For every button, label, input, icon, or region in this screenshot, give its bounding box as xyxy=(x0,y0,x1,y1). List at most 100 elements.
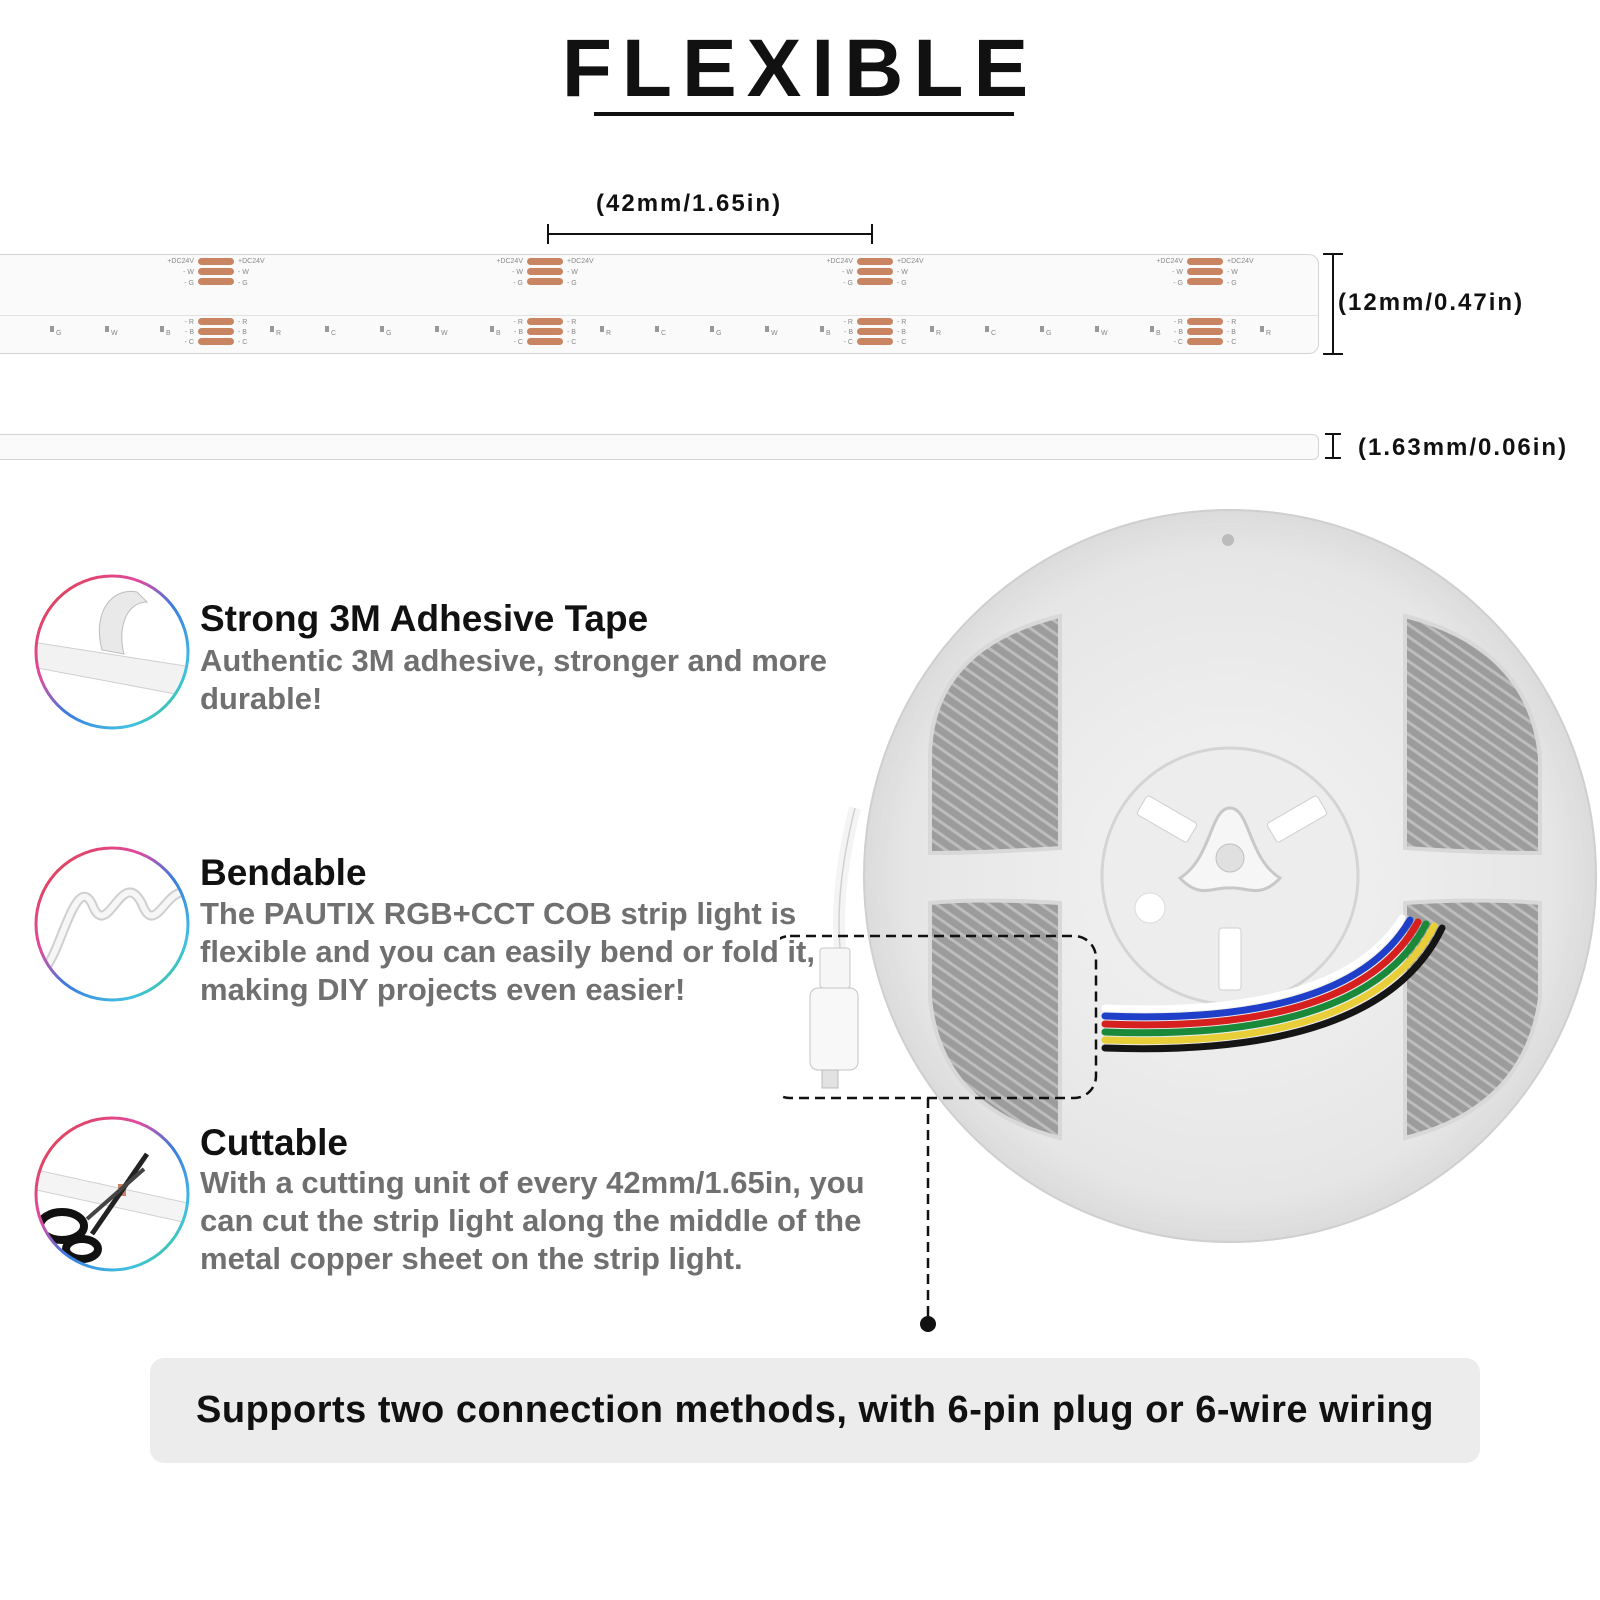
pad-label: - R xyxy=(567,319,576,326)
pad-label: G xyxy=(386,330,391,337)
adhesive-tape-icon xyxy=(34,574,190,730)
led-chip xyxy=(50,326,54,332)
pad-label: - C xyxy=(1227,339,1236,346)
pad-label: - W xyxy=(183,269,194,276)
pad-label: - B xyxy=(238,329,247,336)
led-strip-reel-illustration xyxy=(780,509,1597,1332)
copper-pad xyxy=(857,318,893,325)
copper-pad xyxy=(527,338,563,345)
pad-label: - B xyxy=(897,329,906,336)
pad-label: G xyxy=(716,330,721,337)
pad-label: +DC24V xyxy=(238,258,265,265)
pad-label: - W xyxy=(512,269,523,276)
pad-label: +DC24V xyxy=(496,258,523,265)
feature-desc-cuttable: With a cutting unit of every 42mm/1.65in… xyxy=(200,1165,865,1276)
copper-pad xyxy=(857,328,893,335)
feature-desc-bendable: The PAUTIX RGB+CCT COB strip light is fl… xyxy=(200,896,815,1007)
led-chip xyxy=(160,326,164,332)
pad-label: B xyxy=(826,330,831,337)
pad-label: W xyxy=(771,330,778,337)
copper-pad xyxy=(857,338,893,345)
pad-label: - C xyxy=(185,339,194,346)
led-strip-top-view: +DC24V +DC24V - W - W - G - G - R - R - B - B - C -… xyxy=(0,254,1319,354)
led-chip xyxy=(820,326,824,332)
led-chip xyxy=(710,326,714,332)
pad-label: - G xyxy=(567,280,577,287)
pad-label: - C xyxy=(514,339,523,346)
feature-title-bendable: Bendable xyxy=(200,852,367,893)
led-chip xyxy=(325,326,329,332)
pad-label: G xyxy=(56,330,61,337)
pad-label: - B xyxy=(185,329,194,336)
page-title: FLEXIBLE xyxy=(561,23,1039,114)
connection-methods-banner: Supports two connection methods, with 6-… xyxy=(150,1358,1480,1463)
copper-pad xyxy=(1187,328,1223,335)
pad-label: - G xyxy=(843,280,853,287)
led-chip xyxy=(765,326,769,332)
pad-label: - G xyxy=(897,280,907,287)
led-strip-side-view xyxy=(0,434,1319,460)
pad-label: +DC24V xyxy=(167,258,194,265)
pad-label: - R xyxy=(897,319,906,326)
copper-pad xyxy=(198,338,234,345)
pad-label: - R xyxy=(844,319,853,326)
cut-spacing-label: (42mm/1.65in) xyxy=(596,190,783,217)
pad-label: - W xyxy=(1227,269,1238,276)
copper-pad xyxy=(857,268,893,275)
pad-label: - B xyxy=(514,329,523,336)
copper-pad xyxy=(1187,268,1223,275)
pad-label: W xyxy=(441,330,448,337)
copper-pad xyxy=(198,328,234,335)
led-chip xyxy=(490,326,494,332)
feature-desc-adhesive: Authentic 3M adhesive, stronger and more… xyxy=(200,643,828,716)
led-chip xyxy=(930,326,934,332)
pad-label: R xyxy=(276,330,281,337)
pad-label: R xyxy=(1266,330,1271,337)
led-chip xyxy=(1260,326,1264,332)
pad-label: W xyxy=(1101,330,1108,337)
pad-label: - R xyxy=(185,319,194,326)
pad-label: - W xyxy=(567,269,578,276)
title-underline xyxy=(594,112,1014,116)
led-chip xyxy=(985,326,989,332)
pad-label: C xyxy=(331,330,336,337)
width-dimension-line xyxy=(1323,253,1343,355)
copper-pad xyxy=(527,318,563,325)
copper-pad xyxy=(1187,278,1223,285)
copper-pad xyxy=(1187,338,1223,345)
copper-pad xyxy=(198,258,234,265)
led-chip xyxy=(655,326,659,332)
pad-label: - C xyxy=(567,339,576,346)
pad-label: B xyxy=(1156,330,1161,337)
pad-label: - C xyxy=(844,339,853,346)
strip-center-line xyxy=(0,315,1318,316)
bendable-strip-icon xyxy=(34,846,190,1002)
copper-pad xyxy=(198,318,234,325)
pad-label: - W xyxy=(1172,269,1183,276)
pad-label: +DC24V xyxy=(1156,258,1183,265)
copper-pad xyxy=(1187,258,1223,265)
pad-label: - W xyxy=(238,269,249,276)
pad-label: - B xyxy=(1227,329,1236,336)
strip-pads-drawing: +DC24V +DC24V - W - W - G - G - R - R - B - B - C -… xyxy=(50,258,1271,346)
pad-label: - W xyxy=(842,269,853,276)
feature-title-cuttable: Cuttable xyxy=(200,1122,348,1163)
pad-label: - R xyxy=(514,319,523,326)
pad-label: - C xyxy=(1174,339,1183,346)
pad-label: - G xyxy=(184,280,194,287)
thickness-label: (1.63mm/0.06in) xyxy=(1358,434,1569,461)
led-chip xyxy=(600,326,604,332)
copper-pad xyxy=(198,278,234,285)
pad-label: C xyxy=(991,330,996,337)
pad-label: +DC24V xyxy=(826,258,853,265)
pad-label: G xyxy=(1046,330,1051,337)
cut-spacing-dimension-line xyxy=(547,224,873,244)
led-chip xyxy=(1040,326,1044,332)
pad-label: C xyxy=(661,330,666,337)
pad-label: - B xyxy=(1174,329,1183,336)
scissors-icon xyxy=(34,1116,190,1272)
led-chip xyxy=(270,326,274,332)
pad-label: R xyxy=(936,330,941,337)
copper-pad xyxy=(857,278,893,285)
led-chip xyxy=(105,326,109,332)
